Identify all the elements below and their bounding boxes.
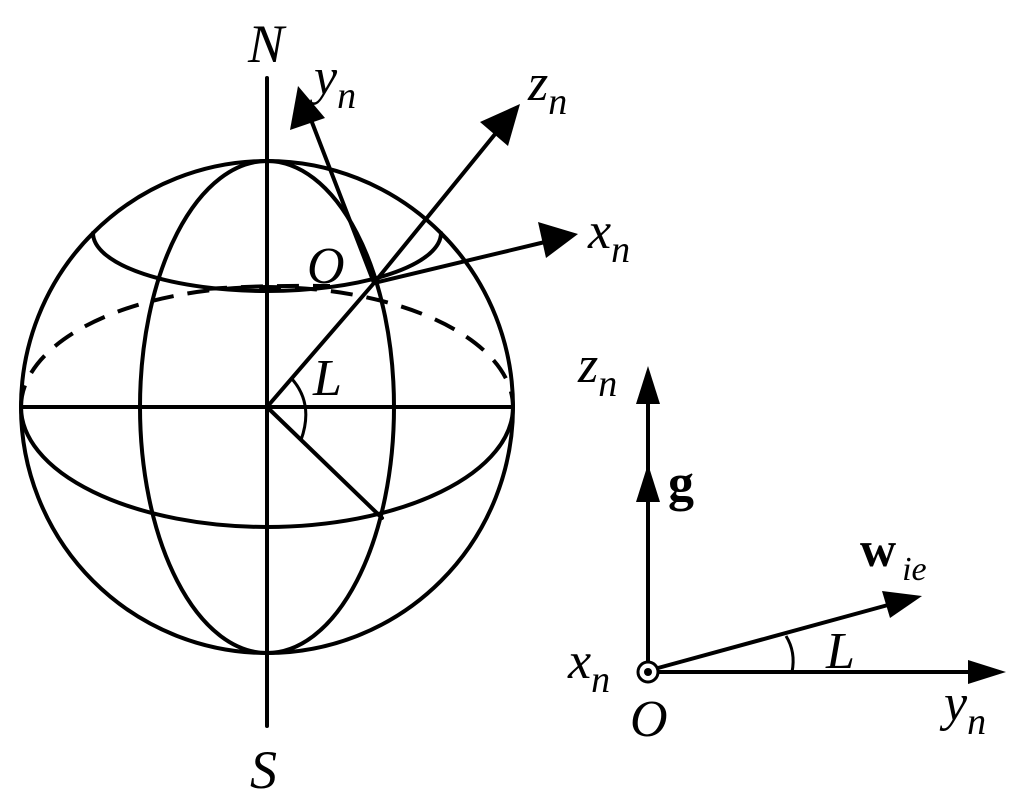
- yn-arrowhead-globe: [290, 86, 325, 130]
- zn-axis-globe: [372, 126, 502, 285]
- north-label: N: [247, 14, 287, 74]
- xn-axis-globe: [372, 240, 547, 285]
- earth-rate-vector: [656, 603, 890, 670]
- earth-rate-label-sub: ie: [902, 551, 927, 588]
- zn-label-globe-base: z: [527, 55, 548, 112]
- yn-arrowhead-frame: [968, 660, 1006, 684]
- earth-rate-arrowhead: [882, 591, 922, 618]
- gravity-label: g: [668, 455, 694, 512]
- latitude-circle-front: [91, 231, 443, 293]
- zn-label-frame-base: z: [577, 337, 598, 394]
- equator-back-half: [19, 285, 515, 408]
- xn-label-frame-base: x: [567, 633, 591, 690]
- radius-to-origin: [265, 281, 376, 409]
- latitude-angle-arc-frame: [784, 635, 795, 673]
- latitude-label-globe: L: [312, 350, 342, 407]
- earth-globe: N S O L yn zn xn: [19, 14, 630, 800]
- zn-label-globe-sub: n: [548, 81, 567, 123]
- xn-label-globe-base: x: [587, 203, 611, 260]
- xn-label-frame-sub: n: [591, 659, 610, 701]
- latitude-label-frame: L: [825, 623, 855, 680]
- equator-front-half: [19, 405, 515, 529]
- yn-label-globe-base: y: [309, 49, 338, 106]
- xn-label-globe: xn: [587, 203, 630, 271]
- radius-to-equator: [265, 405, 384, 520]
- yn-label-frame-sub: n: [967, 701, 986, 743]
- latitude-angle-arc: [290, 378, 308, 441]
- latitude-circle-back: [204, 283, 331, 291]
- yn-label-frame: yn: [939, 675, 986, 743]
- origin-label-frame: O: [630, 691, 668, 748]
- xn-out-of-page-dot: [644, 668, 652, 676]
- origin-label-globe: O: [307, 238, 345, 295]
- xn-arrowhead-globe: [538, 222, 578, 258]
- south-label: S: [250, 740, 277, 800]
- zn-label-globe: zn: [527, 55, 567, 123]
- zn-arrowhead-frame: [636, 366, 660, 404]
- gravity-arrowhead: [636, 464, 660, 502]
- xn-label-frame: xn: [567, 633, 610, 701]
- yn-label-globe-sub: n: [337, 75, 356, 117]
- zn-arrowhead-globe: [480, 104, 520, 146]
- yn-axis-globe: [306, 110, 376, 285]
- earth-rate-label-base: w: [860, 521, 896, 577]
- zn-label-frame-sub: n: [598, 363, 617, 405]
- yn-label-frame-base: y: [939, 675, 968, 732]
- zn-label-frame: zn: [577, 337, 617, 405]
- yn-label-globe: yn: [309, 49, 356, 117]
- xn-label-globe-sub: n: [611, 229, 630, 271]
